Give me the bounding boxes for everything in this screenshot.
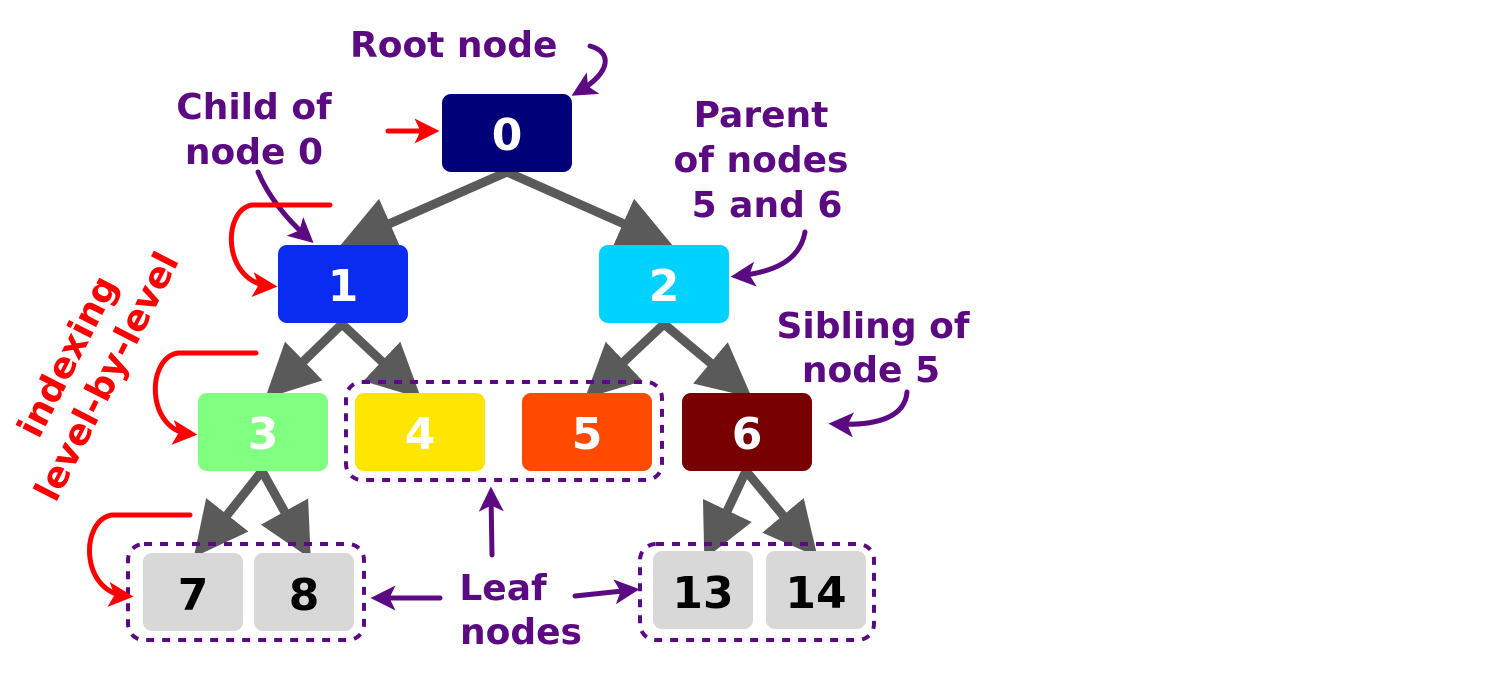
root-node-arrow	[571, 43, 608, 96]
annotation-arrows	[255, 43, 910, 611]
parent-of-label-line3: 5 and 6	[692, 185, 843, 226]
leaf-nodes-label-line1: Leaf	[459, 568, 547, 609]
sibling-of-arrow	[828, 389, 910, 438]
node-0: 0	[442, 94, 572, 172]
node-6-label: 6	[732, 409, 763, 460]
leaf-nodes-label-line2: nodes	[460, 612, 582, 653]
node-7: 7	[143, 553, 243, 631]
child-of-label-line2: node 0	[185, 132, 323, 173]
node-2: 2	[599, 245, 729, 323]
sibling-of-label-line1: Sibling of	[776, 306, 969, 347]
node-13-box	[653, 551, 753, 629]
node-5-box	[522, 393, 652, 471]
node-0-label: 0	[492, 110, 523, 161]
node-7-label: 7	[178, 570, 209, 621]
child-of-arrow	[255, 169, 314, 243]
node-2-box	[599, 245, 729, 323]
node-0-box	[442, 94, 572, 172]
leaf-group-13-14	[638, 542, 876, 642]
node-3: 3	[198, 393, 328, 471]
indexing-arrow-level1	[228, 202, 333, 297]
edge-1-4	[337, 319, 422, 399]
leaf-group-4-5	[344, 380, 664, 482]
node-8-box	[254, 553, 354, 631]
edge-6-14	[741, 466, 818, 557]
edge-0-2	[502, 167, 673, 249]
indexing-arrows	[87, 118, 440, 607]
node-14-label: 14	[785, 568, 846, 619]
node-1-label: 1	[328, 261, 359, 312]
edge-1-3	[265, 319, 347, 399]
indexing-arrow-level2	[152, 350, 259, 445]
node-3-box	[198, 393, 328, 471]
edge-6-13	[702, 466, 752, 560]
parent-of-arrow	[730, 229, 808, 287]
sibling-of-label-line2: node 5	[802, 350, 940, 391]
edge-0-1	[340, 167, 512, 249]
leaf-up-arrow	[478, 486, 504, 558]
parent-of-label-line2: of nodes	[674, 140, 849, 181]
root-node-label: Root node	[350, 25, 557, 66]
node-14-box	[766, 551, 866, 629]
node-1-box	[278, 245, 408, 323]
annotations: Root node Child of node 0 Parent of node…	[176, 25, 970, 653]
parent-of-label-line1: Parent	[694, 95, 829, 136]
node-13-label: 13	[672, 568, 733, 619]
node-8-label: 8	[289, 570, 320, 621]
node-6-box	[682, 393, 812, 471]
node-4-label: 4	[405, 409, 436, 460]
node-2-label: 2	[649, 261, 680, 312]
node-5-label: 5	[572, 409, 603, 460]
node-6: 6	[682, 393, 812, 471]
node-13: 13	[653, 551, 753, 629]
indexing-arrow-level3	[87, 512, 193, 607]
edge-2-6	[659, 319, 752, 398]
node-1: 1	[278, 245, 408, 323]
edge-3-7	[193, 466, 267, 558]
node-4: 4	[355, 393, 485, 471]
leaf-right-arrow	[572, 579, 640, 605]
edge-3-8	[257, 466, 311, 559]
node-14: 14	[766, 551, 866, 629]
edge-2-5	[584, 319, 669, 399]
child-of-label-line1: Child of	[176, 87, 332, 128]
node-4-box	[355, 393, 485, 471]
node-5: 5	[522, 393, 652, 471]
tree-edges	[193, 167, 818, 560]
node-7-box	[143, 553, 243, 631]
node-3-label: 3	[248, 409, 279, 460]
node-8: 8	[254, 553, 354, 631]
